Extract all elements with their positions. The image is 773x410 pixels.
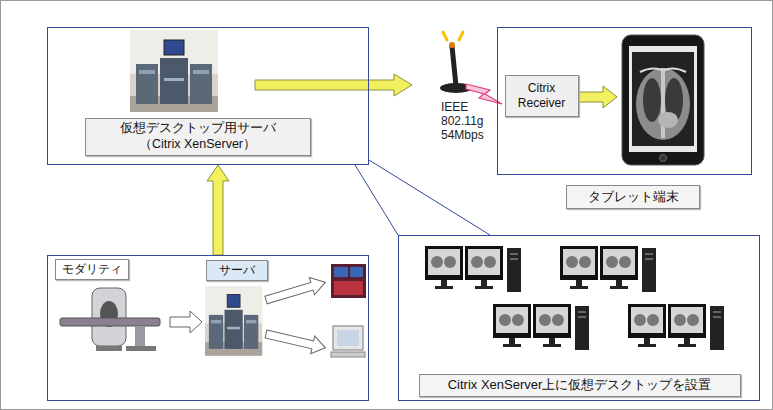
label-box: タブレット端末 — [566, 185, 700, 209]
panel-box: Citrix Receiver — [497, 27, 752, 175]
desktop-pc-icon — [560, 246, 656, 292]
node-text: モダリティ — [62, 262, 122, 277]
node-text: タブレット端末 — [588, 189, 679, 205]
white-arrow — [263, 274, 328, 309]
node-text: Citrix Receiver — [512, 81, 572, 111]
block-arrow — [207, 165, 229, 255]
callout-line — [355, 160, 490, 235]
label-box: Citrix Receiver — [505, 75, 579, 117]
yellow-arrow — [579, 86, 617, 108]
desktop-pc-icon — [493, 304, 589, 350]
panel-box: モダリティ サーバ — [47, 255, 369, 401]
label-box: Citrix XenServer上に仮想デスクトップを設置 — [419, 374, 741, 396]
white-arrow — [170, 311, 202, 333]
label-box: 仮想デスクトップ用サーバ （Citrix XenServer） — [85, 118, 311, 156]
panel-box: 仮想デスクトップ用サーバ （Citrix XenServer） — [47, 27, 369, 165]
yellow-arrow — [255, 74, 412, 96]
node-text: Citrix XenServer上に仮想デスクトップを設置 — [448, 377, 712, 393]
desktop-pc-icon — [628, 304, 724, 350]
white-arrow — [264, 325, 327, 356]
computer-icon — [331, 326, 365, 357]
node-text: サーバ — [219, 263, 255, 278]
label-box: サーバ — [206, 260, 268, 281]
tablet-icon — [622, 35, 704, 165]
server-photo — [205, 286, 262, 356]
annotation-text: IEEE 802.11g 54Mbps — [441, 100, 493, 142]
workstation-icon — [331, 264, 366, 298]
server-photo — [130, 30, 218, 112]
label-box: モダリティ — [55, 259, 129, 280]
panel-box: Citrix XenServer上に仮想デスクトップを設置 — [398, 235, 760, 401]
node-text: 仮想デスクトップ用サーバ （Citrix XenServer） — [108, 121, 288, 152]
ct-scanner-icon — [60, 288, 160, 351]
desktop-pc-icon — [425, 246, 521, 292]
annotation-holder: IEEE 802.11g 54Mbps — [441, 100, 493, 142]
